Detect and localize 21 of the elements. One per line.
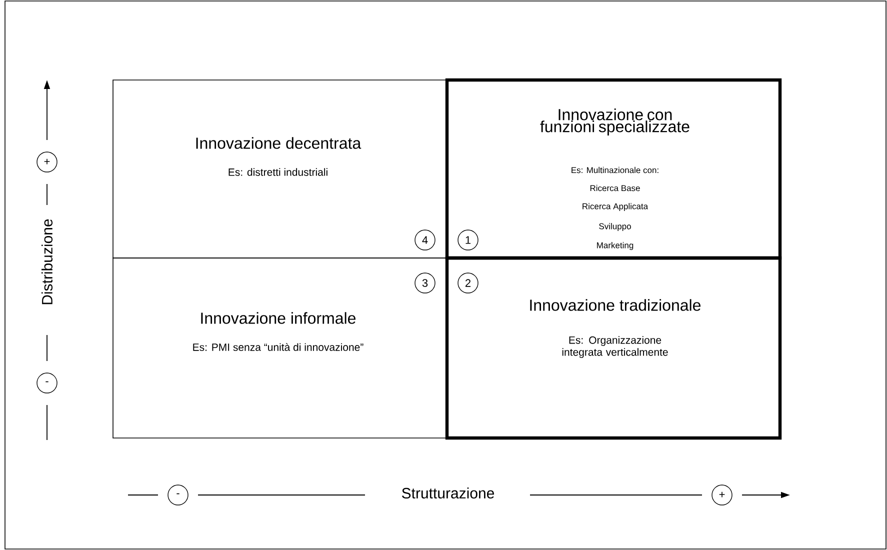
quadrant-box — [112, 80, 448, 258]
quadrant-box — [445, 256, 782, 440]
callout-number: 4 — [414, 230, 436, 250]
example-item: Ricerca Applicata — [582, 203, 648, 211]
example-text: Es: PMI senza “unità di innovazione” — [193, 343, 364, 351]
quadrant-heading: Innovazione con funzioni specializzate — [540, 108, 690, 136]
quadrant-heading: Innovazione informale — [201, 312, 356, 324]
example-item: Marketing — [597, 242, 634, 250]
example-item: Ricerca Base — [590, 184, 640, 192]
example-item: Sviluppo — [599, 223, 631, 231]
axis-label: Strutturazione — [402, 488, 494, 498]
callout-number: 2 — [458, 272, 478, 294]
example-text: Es: distretti industriali — [228, 168, 328, 176]
quadrant-box — [112, 258, 448, 438]
example-item: Es: Multinazionale con: — [572, 166, 658, 174]
callout-number: 1 — [458, 230, 478, 250]
callout-number: 3 — [414, 272, 436, 294]
quadrant-heading: Innovazione tradizionale — [530, 299, 701, 311]
example-text: Es: Organizzazione integrata verticalmente — [562, 336, 668, 358]
axis-label: Distribuzione — [42, 219, 52, 304]
quadrant-heading: Innovazione decentrata — [196, 137, 362, 149]
